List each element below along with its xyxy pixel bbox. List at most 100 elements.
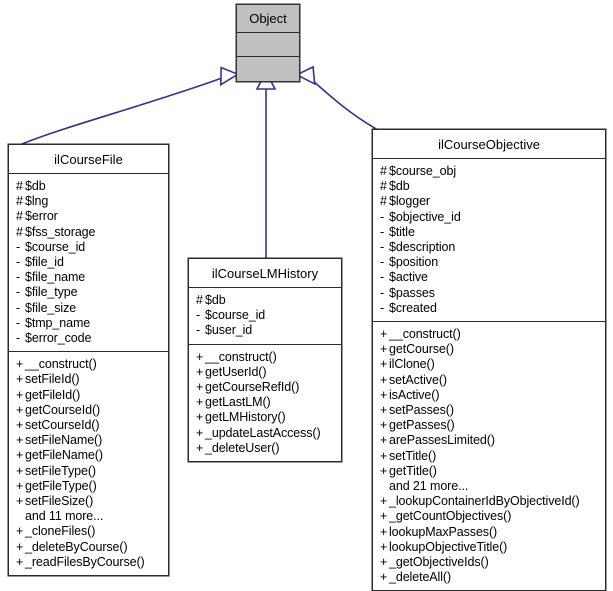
member-label: $passes xyxy=(389,285,435,300)
member-label: getFileType() xyxy=(25,478,97,493)
class-member: -$description xyxy=(373,240,605,255)
class-member: -$created xyxy=(373,301,605,316)
member-visibility: + xyxy=(16,387,24,402)
member-label: getCourse() xyxy=(389,342,454,357)
class-member: +setTitle() xyxy=(373,449,605,464)
member-visibility: - xyxy=(16,270,21,285)
member-label: getCourseId() xyxy=(25,402,101,417)
member-label: isActive() xyxy=(389,387,440,402)
member-label: setTitle() xyxy=(389,448,437,463)
class-attributes-ilcoursefile: #$db#$lng#$error#$fss_storage-$course_id… xyxy=(9,174,168,353)
member-visibility: + xyxy=(380,509,388,524)
class-node-ilcourseobjective[interactable]: ilCourseObjective #$course_obj#$db#$logg… xyxy=(372,129,606,591)
class-member: #$db xyxy=(9,179,168,194)
member-visibility: - xyxy=(16,315,21,330)
class-operations-object xyxy=(237,57,299,81)
member-label: setFileType() xyxy=(25,463,96,478)
class-member: +getUserId() xyxy=(189,365,341,380)
member-visibility: - xyxy=(196,308,201,323)
class-node-ilcoursefile[interactable]: ilCourseFile #$db#$lng#$error#$fss_stora… xyxy=(8,144,169,577)
member-label: __construct() xyxy=(389,327,461,342)
generalization-edge-courseobjective xyxy=(311,79,379,131)
class-member: +__construct() xyxy=(189,350,341,365)
member-label: $course_id xyxy=(25,239,86,254)
class-member: -$tmp_name xyxy=(9,316,168,331)
member-visibility: # xyxy=(16,179,23,193)
class-member: -$file_id xyxy=(9,255,168,270)
class-member: +_lookupContainerIdByObjectiveId() xyxy=(373,494,605,509)
member-label: $created xyxy=(389,300,437,315)
class-member: -$file_type xyxy=(9,285,168,300)
class-member: +setFileId() xyxy=(9,372,168,387)
class-member: +getLastLM() xyxy=(189,395,341,410)
class-member: +setActive() xyxy=(373,373,605,388)
class-member: +setFileType() xyxy=(9,464,168,479)
class-title-ilcoursefile: ilCourseFile xyxy=(9,145,168,174)
class-member: +setFileName() xyxy=(9,433,168,448)
member-visibility: - xyxy=(16,300,21,315)
class-member: -$title xyxy=(373,225,605,240)
member-label: $file_type xyxy=(25,285,78,300)
member-visibility: + xyxy=(380,372,388,387)
class-member: +__construct() xyxy=(9,357,168,372)
class-member: +getCourseRefId() xyxy=(189,380,341,395)
member-label: _deleteAll() xyxy=(389,570,452,585)
class-member: -$course_id xyxy=(189,308,341,323)
member-visibility: + xyxy=(380,539,388,554)
class-member: +_getCountObjectives() xyxy=(373,509,605,524)
member-label: setPasses() xyxy=(389,403,454,418)
member-visibility: - xyxy=(380,300,385,315)
member-visibility: - xyxy=(380,224,385,239)
member-visibility: + xyxy=(196,349,204,364)
member-visibility: # xyxy=(16,224,23,239)
class-member: +__construct() xyxy=(373,327,605,342)
class-node-ilcourselmhistory[interactable]: ilCourseLMHistory #$db-$course_id-$user_… xyxy=(188,258,342,463)
member-label: _getObjectiveIds() xyxy=(389,555,489,570)
member-visibility: + xyxy=(16,494,24,509)
class-member: #$db xyxy=(373,179,605,194)
class-member: +isActive() xyxy=(373,388,605,403)
class-member: -$position xyxy=(373,255,605,270)
member-label: $error xyxy=(25,209,58,224)
member-visibility: + xyxy=(16,372,24,387)
member-visibility: + xyxy=(196,395,204,410)
class-member: +getCourseId() xyxy=(9,403,168,418)
member-label: $lng xyxy=(25,194,49,209)
member-label: $db xyxy=(205,293,226,307)
class-operations-ilcoursefile: +__construct()+setFileId()+getFileId()+g… xyxy=(9,352,168,575)
member-label: $active xyxy=(389,270,428,285)
member-label: _lookupContainerIdByObjectiveId() xyxy=(389,494,580,509)
class-member: -$active xyxy=(373,270,605,285)
class-member: and 21 more... xyxy=(373,479,605,494)
member-label: $course_obj xyxy=(389,164,457,178)
class-member: +_updateLastAccess() xyxy=(189,426,341,441)
class-attributes-ilcourseobjective: #$course_obj#$db#$logger-$objective_id-$… xyxy=(373,159,605,323)
member-visibility: + xyxy=(380,494,388,509)
member-visibility: + xyxy=(16,554,24,569)
member-label: getFileId() xyxy=(25,387,81,402)
member-label: __construct() xyxy=(205,349,277,364)
member-label: _getCountObjectives() xyxy=(389,509,512,524)
class-member: +arePassesLimited() xyxy=(373,433,605,448)
class-member: +_getObjectiveIds() xyxy=(373,555,605,570)
class-member: +_readFilesByCourse() xyxy=(9,555,168,570)
member-label: getLastLM() xyxy=(205,395,271,410)
member-label: getFileName() xyxy=(25,448,103,463)
member-visibility: + xyxy=(380,403,388,418)
member-label: __construct() xyxy=(25,357,97,372)
member-label: getPasses() xyxy=(389,418,455,433)
member-visibility: + xyxy=(196,440,204,455)
class-attributes-ilcourselmhistory: #$db-$course_id-$user_id xyxy=(189,288,341,345)
member-label: and 11 more... xyxy=(25,509,104,524)
member-visibility: + xyxy=(380,327,388,342)
member-visibility: # xyxy=(196,293,203,307)
member-visibility: + xyxy=(380,463,388,478)
class-member: +setPasses() xyxy=(373,403,605,418)
member-label: setFileId() xyxy=(25,372,80,387)
member-label: $logger xyxy=(389,194,430,209)
class-member: -$objective_id xyxy=(373,210,605,225)
class-node-object[interactable]: Object xyxy=(236,4,300,82)
member-label: _updateLastAccess() xyxy=(205,425,321,440)
generalization-arrowhead-courseobjective xyxy=(295,65,316,86)
